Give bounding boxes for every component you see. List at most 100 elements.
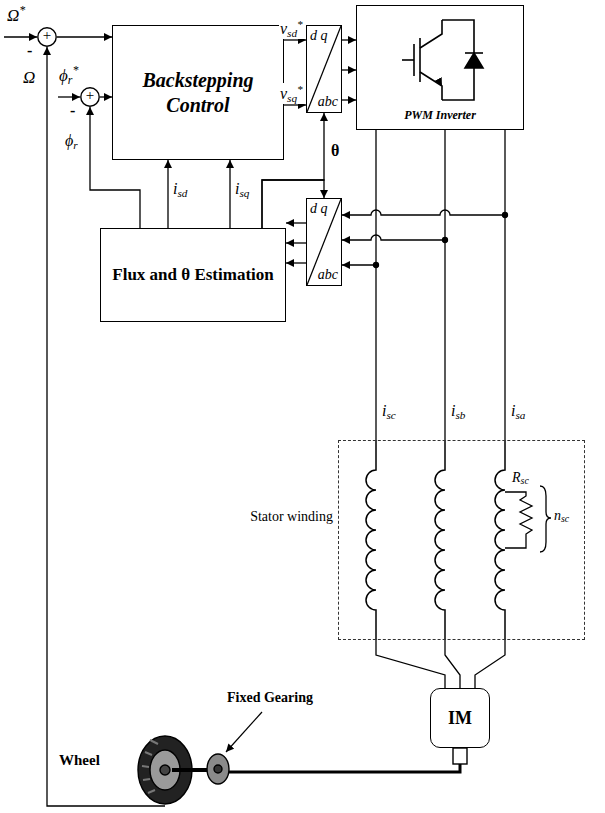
reference-symbol: Ω* [6,3,26,26]
controller-box: Backstepping Control [112,25,284,160]
symbol-subscript: r [68,73,73,87]
inverter-box: PWM Inverter [356,5,524,130]
symbol-base: Ω [7,6,19,25]
signal-label: isc [381,402,397,421]
symbol-subscript: sb [455,409,465,421]
tap-wire [342,235,445,240]
igbt-gate-bar [413,44,415,76]
signal-arrow [167,160,168,228]
signal-arrow [286,262,306,263]
symbol-subscript: r [73,139,77,151]
resistor-symbol [505,492,532,548]
phase-wire [444,130,445,440]
signal-label: θ [330,142,340,160]
igbt-collector [420,20,442,48]
reference-symbol: ϕr* [58,63,79,88]
stator-coils [366,440,505,640]
igbt-emitter [420,72,442,100]
symbol-base: i [173,180,177,197]
symbol-superscript: * [72,63,78,77]
symbol-base: v [280,20,287,37]
motor-shaft [453,748,467,764]
symbol-base: Ω [23,68,35,87]
signal-arrow [286,222,306,223]
block-title: Flux and θ Estimation [104,264,281,286]
short-circuit-fault [505,486,551,552]
symbol-base: θ [331,142,339,159]
region-title: Stator winding [250,509,333,525]
summing-junction: +- [80,87,100,107]
estimator-box: Flux and θ Estimation [100,228,286,322]
feedback-symbol: Ω [22,68,36,88]
phase-wire [504,130,505,440]
gear-hub [214,765,222,773]
signal-arrow [229,160,230,228]
symbol-base: i [235,180,239,197]
phase-coil [366,440,376,640]
signal-label: isb [450,402,466,421]
speed-feedback-wire [47,47,165,806]
igbt-symbol [402,20,483,100]
turns-brace [540,486,551,552]
symbol-base: ϕ [65,132,73,149]
flux-reference-wire [58,96,80,97]
symbol-subscript: sd [287,27,297,39]
turns-label: nsc [553,508,570,524]
tap-wire [342,264,376,265]
signal-label: isd [172,180,188,199]
phase-wire [375,130,376,440]
symbol-base: n [554,508,561,523]
igbt-channel [419,38,421,82]
symbol-base: i [382,402,386,419]
symbol-superscript: * [297,83,303,95]
transform-box: d qabc [306,198,342,286]
symbol-base: R [512,470,521,485]
symbol-subscript: sc [521,475,529,486]
axle [172,768,212,772]
reference-inputs [4,37,165,806]
signal-arrow [342,69,356,70]
signal-label: isa [510,402,526,421]
symbol-subscript: sd [177,187,187,199]
signal-arrow [286,242,306,243]
symbol-subscript: sa [515,409,525,421]
symbol-base: i [511,402,515,419]
junction-circle [81,88,99,106]
frame-dq: d q [310,201,328,217]
current-sensor-taps [342,210,508,268]
tap-wire [342,210,505,215]
signal-arrow [342,99,356,100]
part-label: Fixed Gearing [226,690,314,706]
phase-coil [495,440,505,640]
symbol-subscript: sq [239,187,249,199]
frame-dq: d q [310,28,328,44]
igbt-gate [402,59,414,61]
symbol-base: i [451,402,455,419]
diode-triangle [465,53,483,68]
symbol-superscript: * [297,18,303,30]
summing-junction: +- [37,27,57,47]
tire-tread [142,740,158,793]
symbol-superscript: * [19,3,25,17]
shaft-line [228,764,460,772]
stator-winding-box: Stator winding [338,440,585,640]
signal-arrow [57,36,112,37]
signal-arrow [284,104,306,105]
phase-coil [435,440,445,640]
junction-circle [38,28,56,46]
frame-abc: abc [318,94,338,110]
transform-box: d q abc [306,25,342,113]
diode-bar [465,52,483,54]
signal-arrow [90,107,140,228]
sign-plus: + [37,27,57,44]
phase-wire [376,640,445,688]
signal-arrow [284,39,306,40]
part-label: Wheel [58,752,101,769]
phase-wire [445,640,460,688]
transform-divider [307,26,341,112]
gearing-leader [226,712,262,752]
signal-label: vsq* [279,83,304,104]
transform-divider [307,199,341,285]
block-title: PWM Inverter [357,108,523,123]
